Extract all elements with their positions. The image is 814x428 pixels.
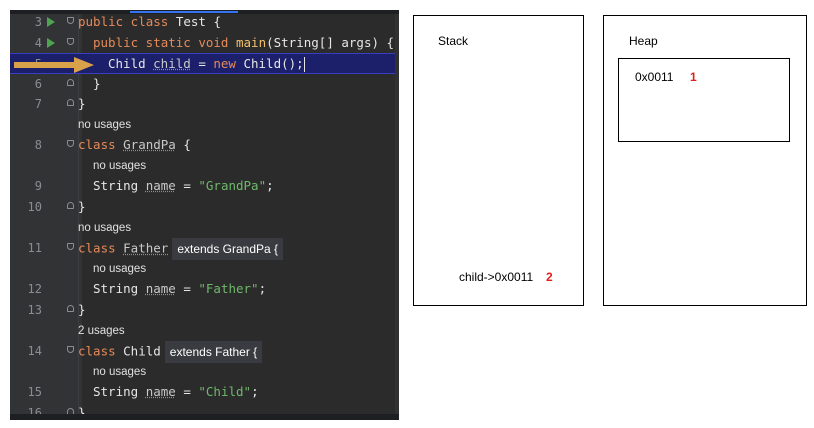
fold-icon[interactable]	[67, 99, 74, 106]
heap-object-box: 0x0011 1	[618, 58, 790, 142]
fold-icon[interactable]	[67, 346, 74, 353]
fold-icon[interactable]	[67, 38, 74, 45]
usages-hint[interactable]: no usages	[93, 366, 147, 378]
code-line-3[interactable]: 3 public class Test {	[10, 12, 399, 32]
line-number: 7	[34, 97, 42, 111]
text-caret	[303, 57, 306, 72]
execution-arrow-icon	[14, 57, 94, 73]
code-text: String name = "Child";	[93, 384, 259, 399]
usages-hint[interactable]: 2 usages	[78, 325, 125, 337]
code-text: }	[78, 405, 86, 420]
extends-inlay-hint: extends GrandPa {	[172, 238, 284, 260]
line-number: 14	[27, 344, 42, 358]
editor-scrollbar[interactable]	[395, 14, 399, 420]
code-text: }	[78, 199, 86, 214]
code-line-12[interactable]: 12 String name = "Father";	[10, 279, 399, 299]
line-number: 3	[34, 15, 42, 29]
line-number: 12	[27, 282, 42, 296]
fold-icon[interactable]	[67, 202, 74, 209]
run-icon[interactable]	[47, 38, 55, 48]
fold-icon[interactable]	[67, 305, 74, 312]
code-text: }	[93, 76, 101, 91]
code-text: public class Test {	[78, 14, 221, 29]
code-editor[interactable]: 3 public class Test { 4 public static vo…	[10, 10, 399, 420]
line-number: 6	[34, 77, 42, 91]
code-text: class GrandPa {	[78, 137, 191, 152]
code-line-10[interactable]: 10 }	[10, 197, 399, 217]
extends-inlay-hint: extends Father {	[164, 341, 263, 363]
code-line-8[interactable]: 8 class GrandPa {	[10, 135, 399, 155]
line-number: 13	[27, 303, 42, 317]
line-number: 8	[34, 138, 42, 152]
stack-entry-label: child->0x0011	[459, 270, 534, 284]
line-number: 11	[27, 241, 42, 255]
line-number: 10	[27, 200, 42, 214]
code-line-9[interactable]: 9 String name = "GrandPa";	[10, 176, 399, 196]
code-text: String name = "Father";	[93, 281, 267, 296]
heap-box: Heap 0x0011 1	[603, 15, 807, 306]
heap-object-address: 0x0011	[635, 70, 674, 84]
code-line-7[interactable]: 7 }	[10, 94, 399, 114]
usages-hint[interactable]: no usages	[93, 160, 147, 172]
code-line-6[interactable]: 6 }	[10, 74, 399, 94]
code-text: Child child = new Child();	[108, 56, 306, 72]
fold-icon[interactable]	[67, 243, 74, 250]
active-tab-indicator	[130, 11, 238, 13]
fold-icon[interactable]	[67, 79, 74, 86]
fold-icon[interactable]	[67, 140, 74, 147]
gutter-separator	[78, 14, 79, 420]
line-number: 15	[27, 385, 42, 399]
code-line-13[interactable]: 13 }	[10, 300, 399, 320]
run-icon[interactable]	[47, 17, 55, 27]
line-number: 4	[34, 36, 42, 50]
code-text: }	[78, 96, 86, 111]
stack-step-marker: 2	[546, 270, 553, 284]
usages-hint[interactable]: no usages	[93, 263, 147, 275]
heap-step-marker: 1	[690, 70, 697, 84]
heap-title: Heap	[629, 34, 658, 48]
stack-box: Stack child->0x0011 2	[413, 15, 584, 306]
code-line-15[interactable]: 15 String name = "Child";	[10, 382, 399, 402]
code-line-5-current[interactable]: 5 Child child = new Child();	[10, 53, 399, 74]
code-line-4[interactable]: 4 public static void main(String[] args)…	[10, 33, 399, 53]
code-text: }	[78, 302, 86, 317]
line-number: 9	[34, 179, 42, 193]
usages-hint[interactable]: no usages	[78, 119, 132, 131]
editor-status-bar	[10, 414, 399, 420]
usages-hint[interactable]: no usages	[78, 222, 132, 234]
stack-title: Stack	[438, 34, 469, 48]
editor-tab-bar	[10, 10, 399, 14]
code-text: public static void main(String[] args) {	[93, 35, 395, 50]
code-text: String name = "GrandPa";	[93, 178, 274, 193]
fold-icon[interactable]	[67, 17, 74, 24]
